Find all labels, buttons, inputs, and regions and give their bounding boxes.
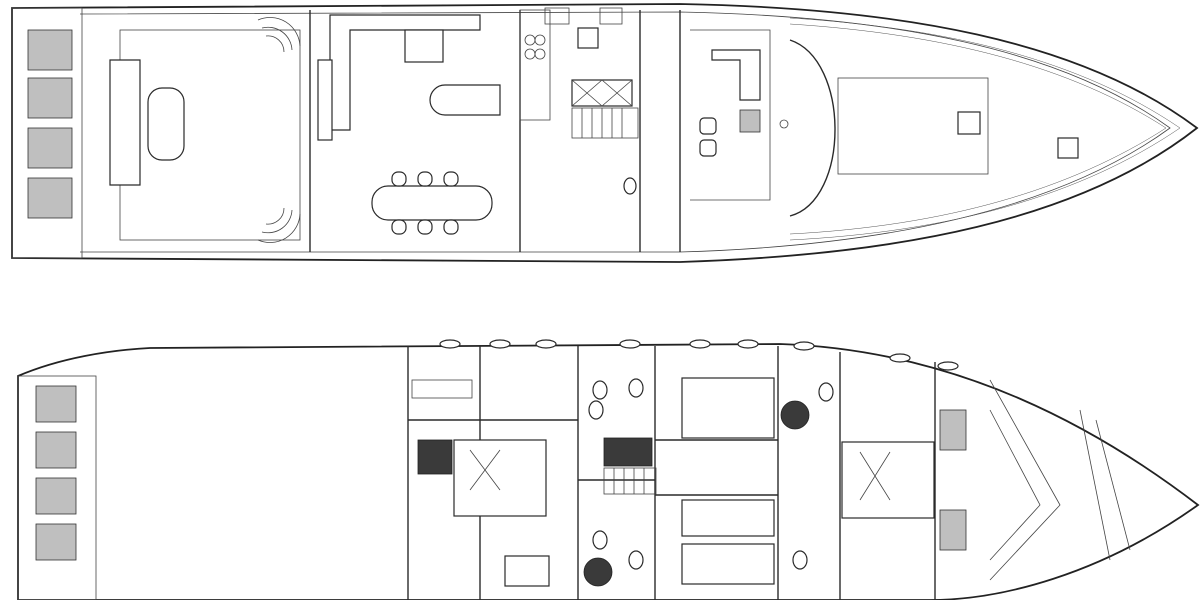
lower-swim-platform — [17, 375, 97, 600]
heads — [588, 378, 834, 570]
dining-table — [371, 185, 493, 221]
saloon-cabinet — [317, 59, 333, 141]
galley — [519, 7, 623, 121]
main-deck-plan — [11, 3, 1199, 263]
anchor-locker — [1057, 137, 1079, 159]
bow-cabin — [939, 379, 1131, 581]
lower-deck-plan — [17, 339, 1200, 600]
bow-teak-lines — [789, 17, 1181, 241]
crew-stairs — [411, 379, 473, 475]
guest-bed-port-1 — [681, 499, 775, 537]
portholes — [439, 339, 959, 371]
main-deck-hull-outline — [11, 3, 1199, 263]
swim-platform — [11, 7, 83, 259]
foredeck-hatch — [957, 111, 981, 135]
day-head-toilet — [623, 177, 637, 195]
vip-bed — [841, 441, 935, 519]
guest-bed-starboard-1 — [681, 377, 775, 439]
saloon-coffee-table — [404, 29, 444, 63]
master-bed — [453, 439, 547, 517]
plant-2 — [583, 557, 613, 587]
windscreen — [789, 39, 836, 217]
aft-stairs-port — [257, 207, 301, 243]
wheelhouse — [690, 29, 789, 201]
aft-deck-sofa — [109, 59, 141, 186]
aft-stairs-starboard — [257, 17, 301, 53]
guest-bed-port-2 — [681, 543, 775, 585]
foredeck-sunpad — [837, 77, 989, 175]
aft-deck-table — [147, 87, 185, 161]
plant-1 — [780, 400, 810, 430]
saloon-armchair — [429, 84, 501, 116]
dining-chairs — [391, 171, 459, 235]
stairs-down — [571, 79, 639, 139]
master-sofa — [504, 555, 550, 587]
lower-deck-hull-outline — [17, 343, 1200, 600]
corridor-stairs — [603, 437, 657, 495]
